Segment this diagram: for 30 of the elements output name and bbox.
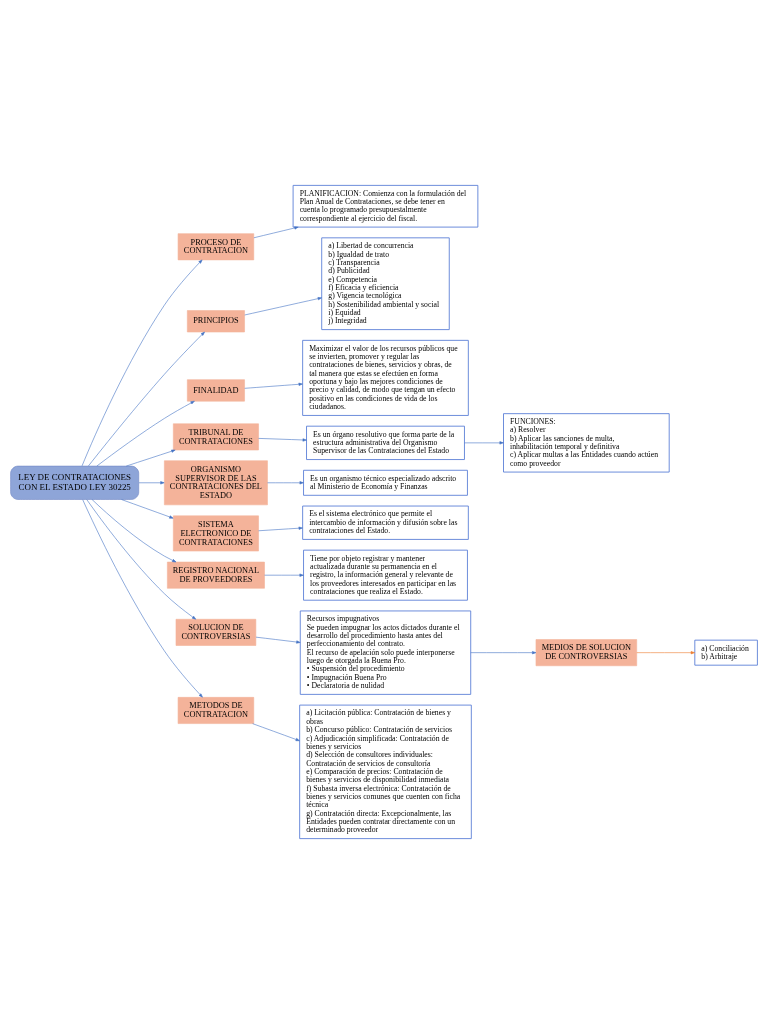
node-box: SISTEMA ELECTRONICO DE CONTRATACIONES [173, 515, 259, 552]
arrow [121, 499, 174, 519]
node-box: FINALIDAD [187, 379, 245, 402]
arrow [138, 481, 165, 485]
node-box: MEDIOS DE SOLUCION DE CONTROVERSIAS [535, 639, 637, 667]
arrow [267, 481, 304, 485]
arrow [81, 259, 203, 467]
node-box: SOLUCION DE CONTROVERSIAS [175, 619, 257, 646]
node-box: ORGANISMO SUPERVISOR DE LAS CONTRATACIONES DEL ESTADO [164, 460, 268, 506]
node-box: PRINCIPIOS [187, 310, 245, 333]
arrow [464, 441, 504, 445]
arrow [244, 382, 303, 389]
node-box: PROCESO DE CONTRATACION [177, 233, 255, 261]
arrow [125, 449, 176, 467]
node-box: LEY DE CONTRATACIONES CON EL ESTADO LEY 30225 [10, 465, 140, 500]
arrow [88, 331, 205, 467]
arrow [258, 438, 307, 442]
arrow [258, 526, 303, 532]
node-box: METODOS DE CONTRATACION [177, 697, 255, 724]
arrow [255, 636, 301, 644]
arrow [253, 226, 299, 239]
arrow [252, 723, 300, 742]
arrow [96, 400, 195, 467]
arrow [264, 573, 304, 577]
arrow [91, 499, 177, 563]
arrow [82, 499, 203, 698]
arrow [244, 297, 322, 316]
arrow [86, 499, 197, 620]
arrow [636, 651, 695, 655]
arrow [470, 651, 537, 655]
